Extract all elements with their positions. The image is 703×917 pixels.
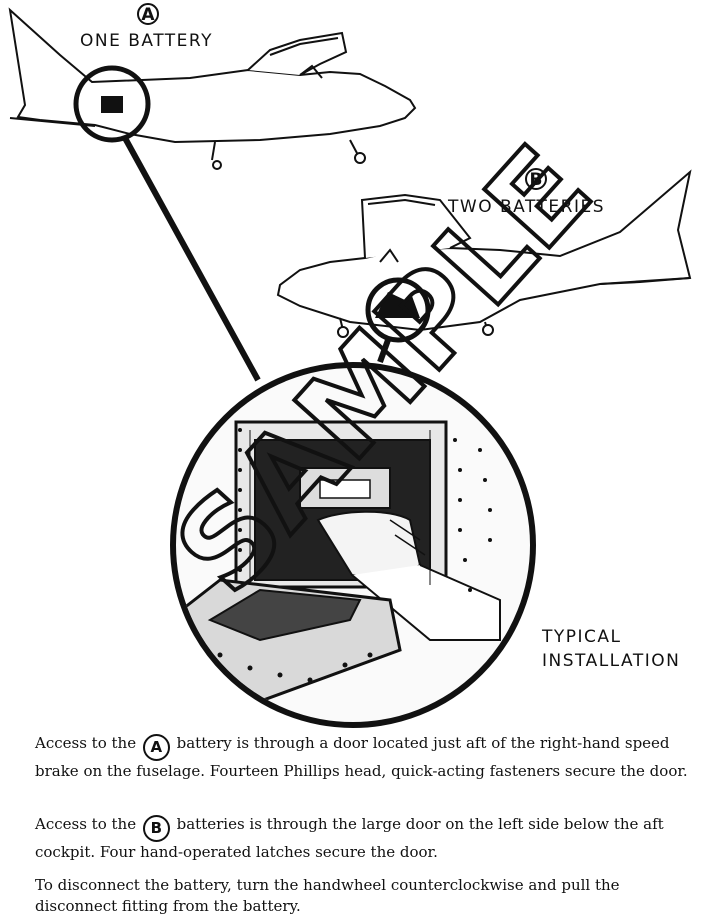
paragraph-battery-a: Access to the A battery is through a doo… bbox=[35, 733, 690, 782]
paragraph-b-prefix: Access to the bbox=[35, 815, 137, 833]
detail-view bbox=[170, 362, 536, 728]
fastener-dots bbox=[217, 428, 492, 683]
callout-label-a: ONE BATTERY bbox=[80, 31, 213, 51]
leader-line-a bbox=[122, 136, 261, 382]
paragraph-a-text: battery is through a door located just a… bbox=[35, 734, 688, 780]
callout-label-b: TWO BATTERIES bbox=[447, 197, 605, 217]
leader-line-b bbox=[377, 338, 391, 364]
callout-circle-b bbox=[365, 277, 431, 343]
callout-circle-a bbox=[73, 65, 151, 143]
paragraph-disconnect: To disconnect the battery, turn the hand… bbox=[35, 876, 620, 915]
battery-door-a bbox=[101, 96, 123, 113]
callout-badge-a bbox=[137, 3, 159, 25]
callout-badge-b bbox=[525, 168, 547, 190]
paragraph-battery-b: Access to the B batteries is through the… bbox=[35, 814, 690, 863]
detail-label-typical: TYPICAL bbox=[541, 627, 622, 647]
aircraft-b-silhouette bbox=[276, 169, 692, 338]
paragraph-a-prefix: Access to the bbox=[35, 734, 137, 752]
letter-a-badge: A bbox=[142, 734, 170, 761]
callout-letter-b: B bbox=[530, 170, 543, 190]
callout-letter-a: A bbox=[141, 5, 155, 25]
detail-label-installation: INSTALLATION bbox=[542, 651, 680, 671]
letter-b-badge: B bbox=[142, 815, 170, 842]
battery-door-b bbox=[375, 292, 420, 318]
paragraph-b-text: batteries is through the large door on t… bbox=[35, 815, 664, 861]
